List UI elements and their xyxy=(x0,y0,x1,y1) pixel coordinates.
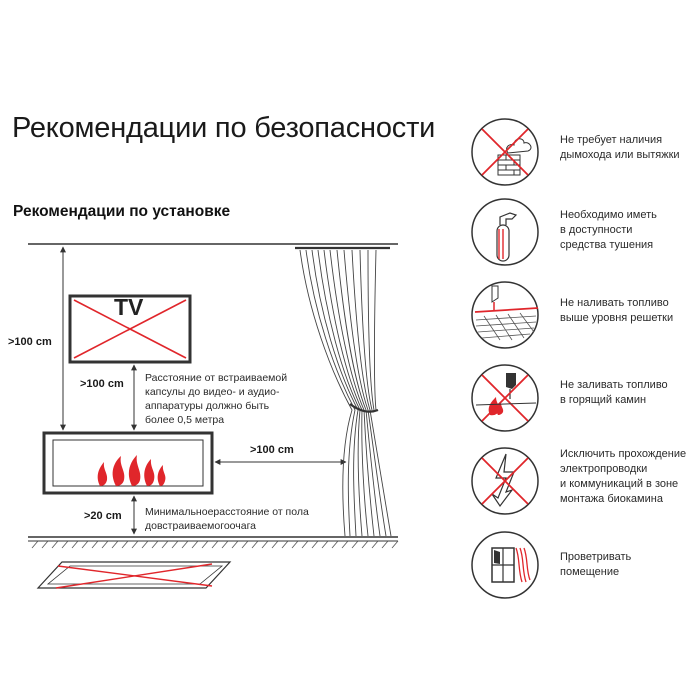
tip-line: в доступности xyxy=(560,224,633,236)
tip-no-overfill: Не наливать топливо выше уровня решетки xyxy=(560,296,673,326)
section-subtitle: Рекомендации по установке xyxy=(13,203,231,220)
curtain xyxy=(295,246,392,537)
tip-line: помещение xyxy=(560,566,620,578)
tv-label: TV xyxy=(114,294,144,320)
tip-no-refill-burning: Не заливать топливо в горящий камин xyxy=(560,378,668,408)
tip-no-chimney: Не требует наличия дымохода или вытяжки xyxy=(560,133,680,163)
note-line: аппаратуры должно быть xyxy=(145,400,270,412)
tip-line: дымохода или вытяжки xyxy=(560,149,680,161)
note-line: более 0,5 метра xyxy=(145,414,225,426)
tip-line: монтажа биокамина xyxy=(560,493,663,505)
note-line: Расстояние от встраиваемой xyxy=(145,372,288,384)
floor-fireplace-crossed xyxy=(36,561,232,589)
page-title: Рекомендации по безопасности xyxy=(12,112,436,144)
ventilate-icon xyxy=(471,531,539,599)
floor xyxy=(28,536,399,549)
flames-icon xyxy=(97,455,166,486)
note-line: Минимальноерасстояние от пола xyxy=(145,506,309,518)
note-floor-distance: Минимальноерасстояние от пола довстраива… xyxy=(145,505,345,533)
no-refill-burning-icon xyxy=(471,364,539,432)
tip-fire-extinguisher: Необходимо иметь в доступности средства … xyxy=(560,208,657,253)
no-wiring-icon xyxy=(471,447,539,515)
tip-no-wiring: Исключить прохождение электропроводки и … xyxy=(560,447,686,507)
dim-label-floor: >20 cm xyxy=(84,510,122,522)
installation-diagram xyxy=(28,243,399,589)
tip-line: Не заливать топливо xyxy=(560,379,668,391)
tip-line: выше уровня решетки xyxy=(560,312,674,324)
dim-label-ceiling: >100 cm xyxy=(8,336,52,348)
fire-extinguisher-icon xyxy=(471,198,539,266)
tip-line: Проветривать xyxy=(560,551,632,563)
tip-ventilate: Проветривать помещение xyxy=(560,550,631,580)
no-overfill-icon xyxy=(471,281,539,349)
tip-line: Исключить прохождение xyxy=(560,448,687,460)
dim-label-tv: >100 cm xyxy=(80,378,124,390)
note-line: капсулы до видео- и аудио- xyxy=(145,386,280,398)
no-chimney-icon xyxy=(471,118,539,186)
tip-line: средства тушения xyxy=(560,239,654,251)
note-line: довстраиваемогоочага xyxy=(145,520,257,532)
tip-line: и коммуникаций в зоне xyxy=(560,478,679,490)
tv-box xyxy=(68,294,192,364)
tip-line: в горящий камин xyxy=(560,394,647,406)
tip-line: Необходимо иметь xyxy=(560,209,657,221)
fireplace-box xyxy=(42,431,214,495)
tip-line: Не требует наличия xyxy=(560,134,663,146)
dim-label-curtain: >100 cm xyxy=(250,444,294,456)
note-av-distance: Расстояние от встраиваемой капсулы до ви… xyxy=(145,371,325,427)
tip-line: Не наливать топливо xyxy=(560,297,669,309)
tip-line: электропроводки xyxy=(560,463,648,475)
